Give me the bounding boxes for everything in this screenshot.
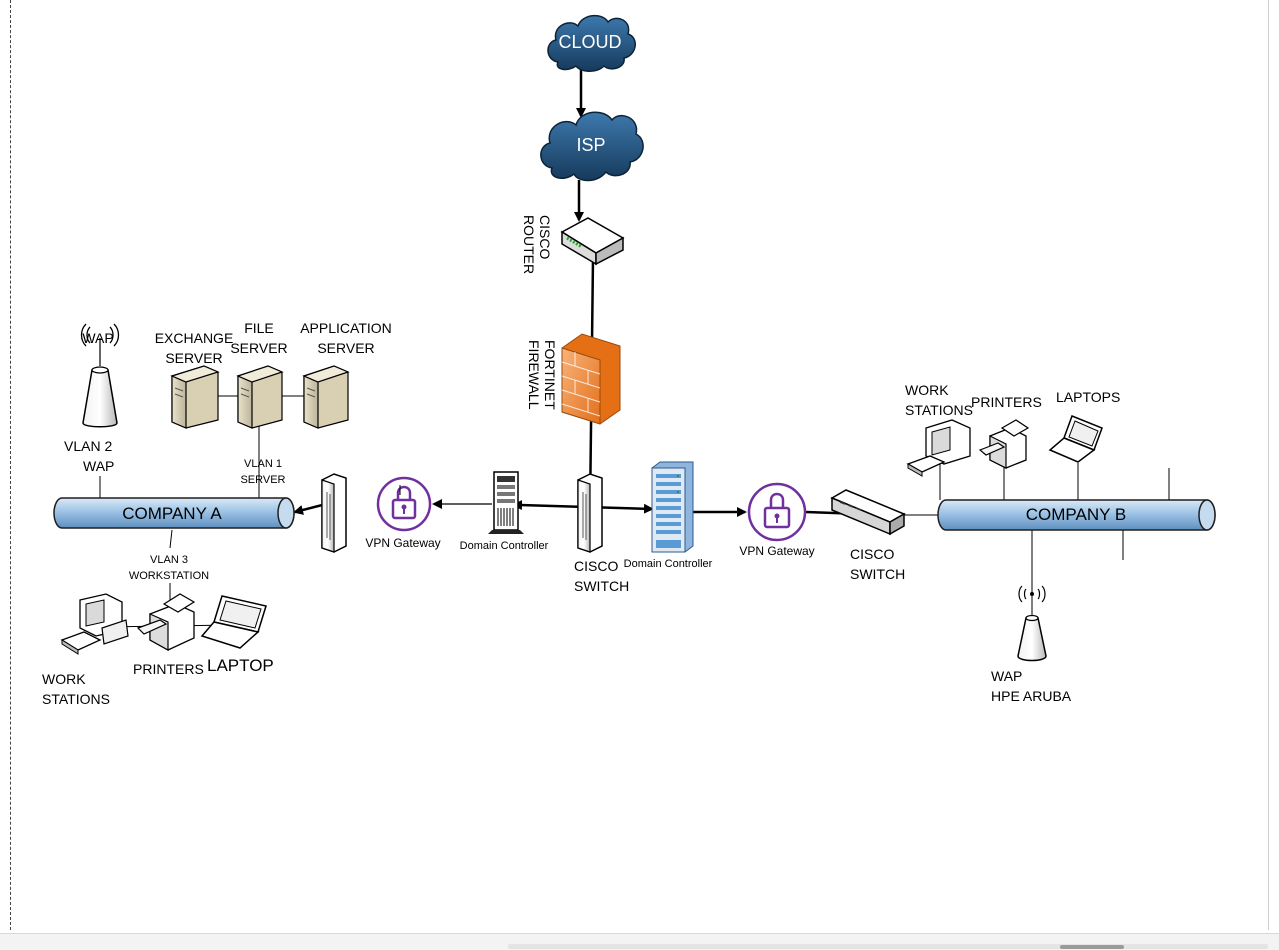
company-a-laptop-icon — [200, 595, 267, 649]
company-b-workstation-icon — [906, 419, 971, 477]
file-server-icon — [236, 365, 284, 429]
firewall-icon — [561, 333, 621, 425]
company-b-laptops-label: LAPTOPS — [1056, 389, 1120, 405]
router-label-line1: CISCO — [537, 215, 553, 259]
core-switch-icon — [577, 473, 603, 553]
company-b-wap-icon — [1017, 585, 1047, 662]
vpn-gateway-right-icon — [747, 482, 807, 542]
company-a-workstations-label-line2: STATIONS — [42, 691, 110, 707]
company-b-printers-label: PRINTERS — [971, 394, 1042, 410]
page-margin-guide-right — [1268, 0, 1269, 930]
firewall-label: FORTINET FIREWALL — [526, 340, 558, 410]
vpn-gateway-left-icon — [376, 476, 432, 532]
domain-controller-left-label: Domain Controller — [460, 540, 549, 552]
company-b-label: COMPANY B — [1026, 505, 1126, 524]
company-a-label: COMPANY A — [122, 504, 222, 523]
company-a-laptop-label: LAPTOP — [207, 656, 274, 675]
company-b-switch-label-line2: SWITCH — [850, 566, 905, 582]
application-server-icon — [302, 365, 350, 429]
cloud-icon — [547, 14, 636, 72]
domain-controller-right-label: Domain Controller — [624, 558, 713, 570]
vlan3-label-line1: VLAN 3 — [150, 554, 188, 566]
file-server-label-line1: FILE — [244, 320, 274, 336]
page-margin-guide-left — [10, 0, 11, 930]
company-a-workstation-icon — [60, 593, 129, 655]
cloud-label: CLOUD — [558, 32, 621, 52]
company-a-switch-icon — [321, 473, 347, 553]
domain-controller-left-icon — [488, 471, 524, 534]
application-server-label-line1: APPLICATION — [300, 320, 392, 336]
company-a-bus — [53, 497, 295, 529]
router-icon — [560, 217, 625, 266]
core-switch-label-line1: CISCO — [574, 558, 618, 574]
company-a-wap-icon-label: WAP — [82, 330, 113, 346]
vpn-gateway-right-label: VPN Gateway — [739, 544, 814, 558]
exchange-server-label-line2: SERVER — [165, 350, 222, 366]
firewall-label-line1: FORTINET — [542, 340, 558, 410]
company-a-printer-icon — [136, 593, 196, 652]
link-busA-clients — [169, 529, 173, 549]
horizontal-scrollbar[interactable] — [508, 944, 1268, 949]
company-b-workstations-label-line1: WORK — [905, 382, 949, 398]
domain-controller-right-icon — [651, 461, 694, 553]
company-b-workstations-label-line2: STATIONS — [905, 402, 973, 418]
company-a-workstations-label-line1: WORK — [42, 671, 86, 687]
vlan1-label-line2: SERVER — [240, 474, 285, 486]
file-server-label-line2: SERVER — [230, 340, 287, 356]
company-a-printers-label: PRINTERS — [133, 661, 204, 677]
core-switch-label-line2: SWITCH — [574, 578, 629, 594]
company-a-wap-icon — [80, 323, 120, 428]
company-b-bus — [937, 499, 1216, 531]
router-label: CISCO ROUTER — [521, 215, 553, 274]
firewall-label-line2: FIREWALL — [526, 340, 542, 410]
company-b-wap-label-line1: WAP — [991, 668, 1022, 684]
company-b-switch-icon — [830, 489, 906, 536]
exchange-server-icon — [170, 365, 220, 429]
company-b-laptop-icon — [1048, 415, 1103, 463]
company-b-printer-icon — [978, 419, 1030, 469]
vlan2-label-line1: VLAN 2 — [64, 438, 112, 454]
vlan2-label-line2: WAP — [83, 458, 114, 474]
router-label-line2: ROUTER — [521, 215, 537, 274]
exchange-server-label-line1: EXCHANGE — [155, 330, 234, 346]
application-server-label-line2: SERVER — [317, 340, 374, 356]
isp-cloud-icon — [540, 111, 644, 182]
isp-label: ISP — [576, 135, 605, 155]
vlan3-label-line2: WORKSTATION — [129, 570, 209, 582]
horizontal-scrollbar-thumb[interactable] — [1060, 945, 1124, 949]
company-b-wap-label-line2: HPE ARUBA — [991, 688, 1072, 704]
vpn-gateway-left-label: VPN Gateway — [365, 536, 440, 550]
vlan1-label-line1: VLAN 1 — [244, 458, 282, 470]
company-b-switch-label-line1: CISCO — [850, 546, 894, 562]
